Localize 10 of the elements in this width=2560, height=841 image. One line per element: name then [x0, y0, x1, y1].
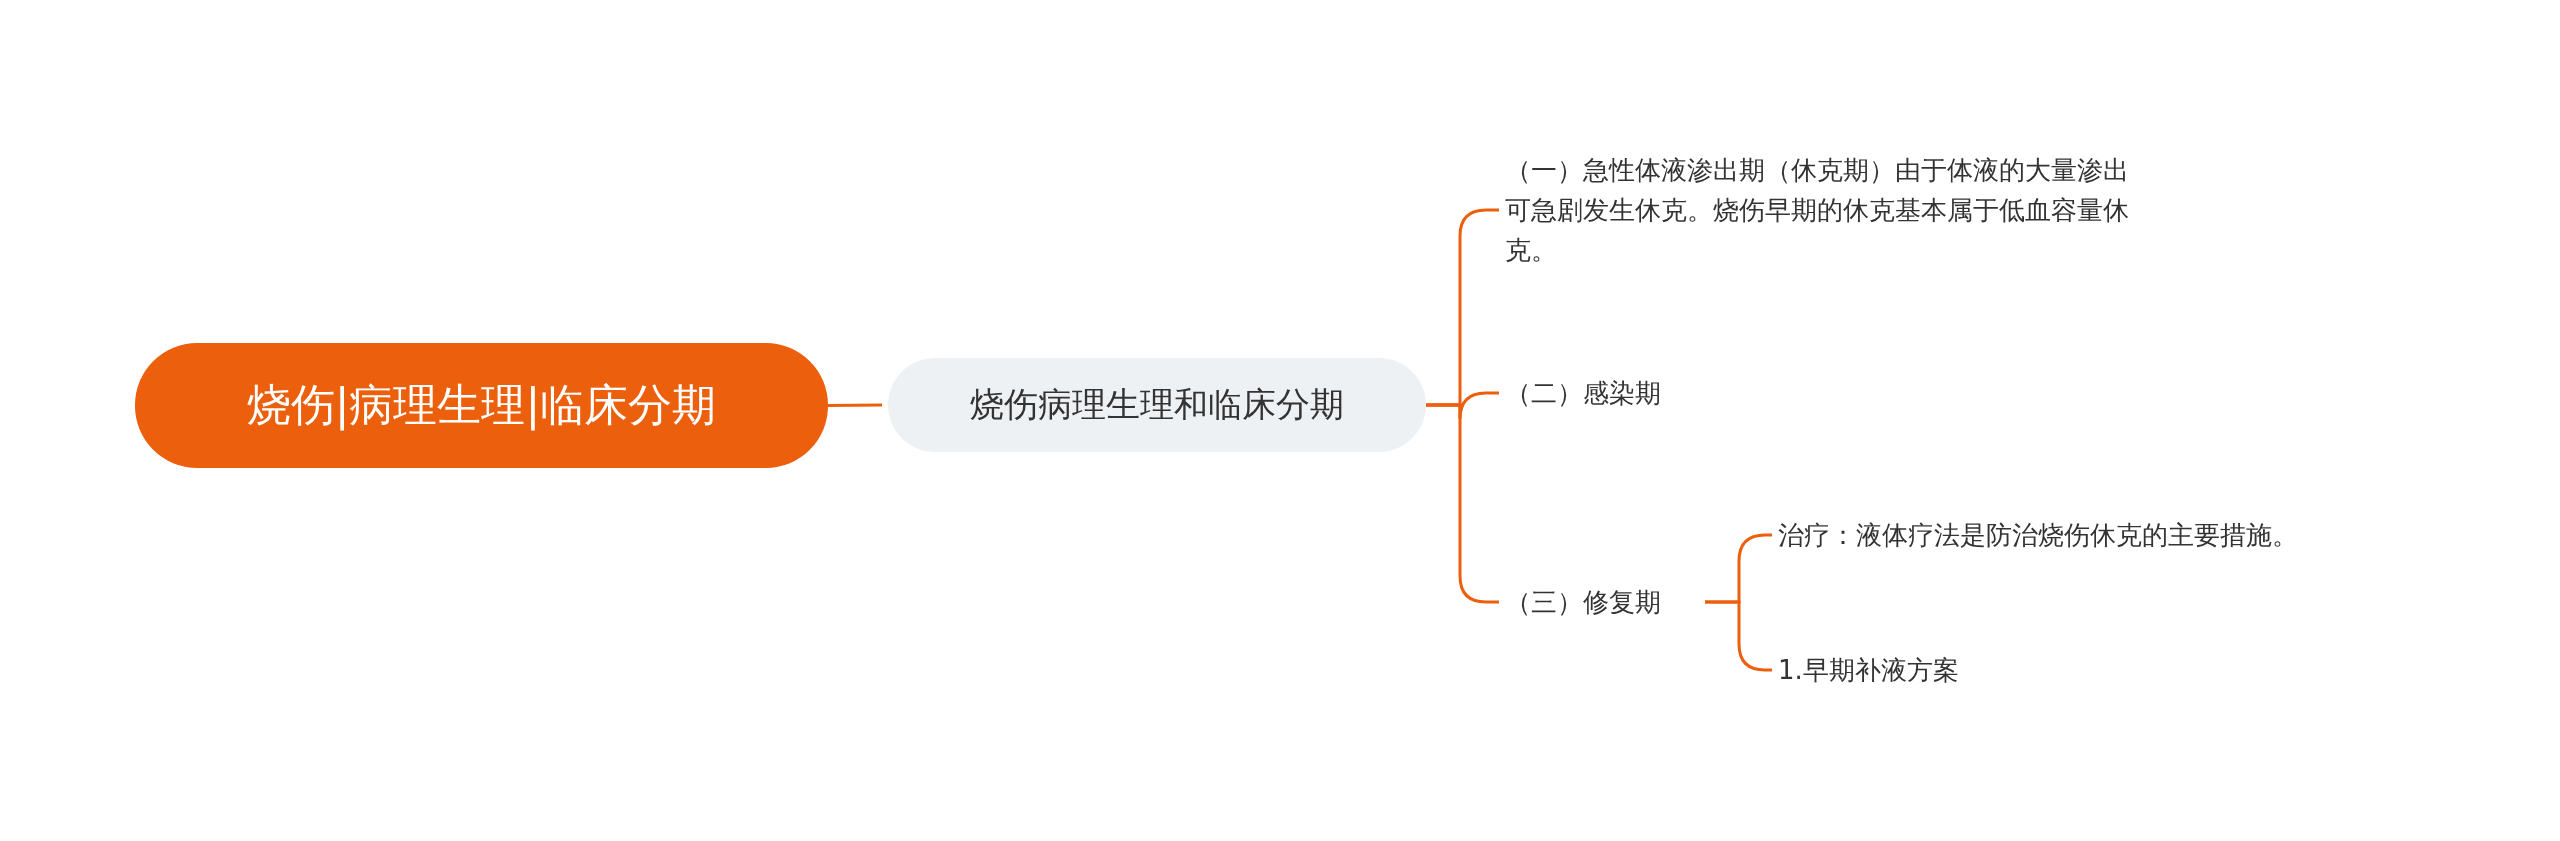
topic-text: 治疗：液体疗法是防治烧伤休克的主要措施。: [1778, 515, 2418, 555]
connector-line: [1426, 403, 1499, 604]
topic-text: （二）感染期: [1505, 373, 1705, 413]
subtopic: 烧伤病理生理和临床分期: [888, 358, 1426, 452]
topic-text: （一）急性体液渗出期（休克期）由于体液的大量渗出可急剧发生休克。烧伤早期的休克基本属于低血容量休克。: [1505, 150, 2145, 270]
topic-text: （三）修复期: [1505, 582, 1705, 622]
central-topic: 烧伤|病理生理|临床分期: [135, 343, 828, 468]
connector-line: [828, 403, 882, 407]
connector-line: [1705, 600, 1772, 672]
topic-text: 1.早期补液方案: [1778, 650, 2078, 690]
